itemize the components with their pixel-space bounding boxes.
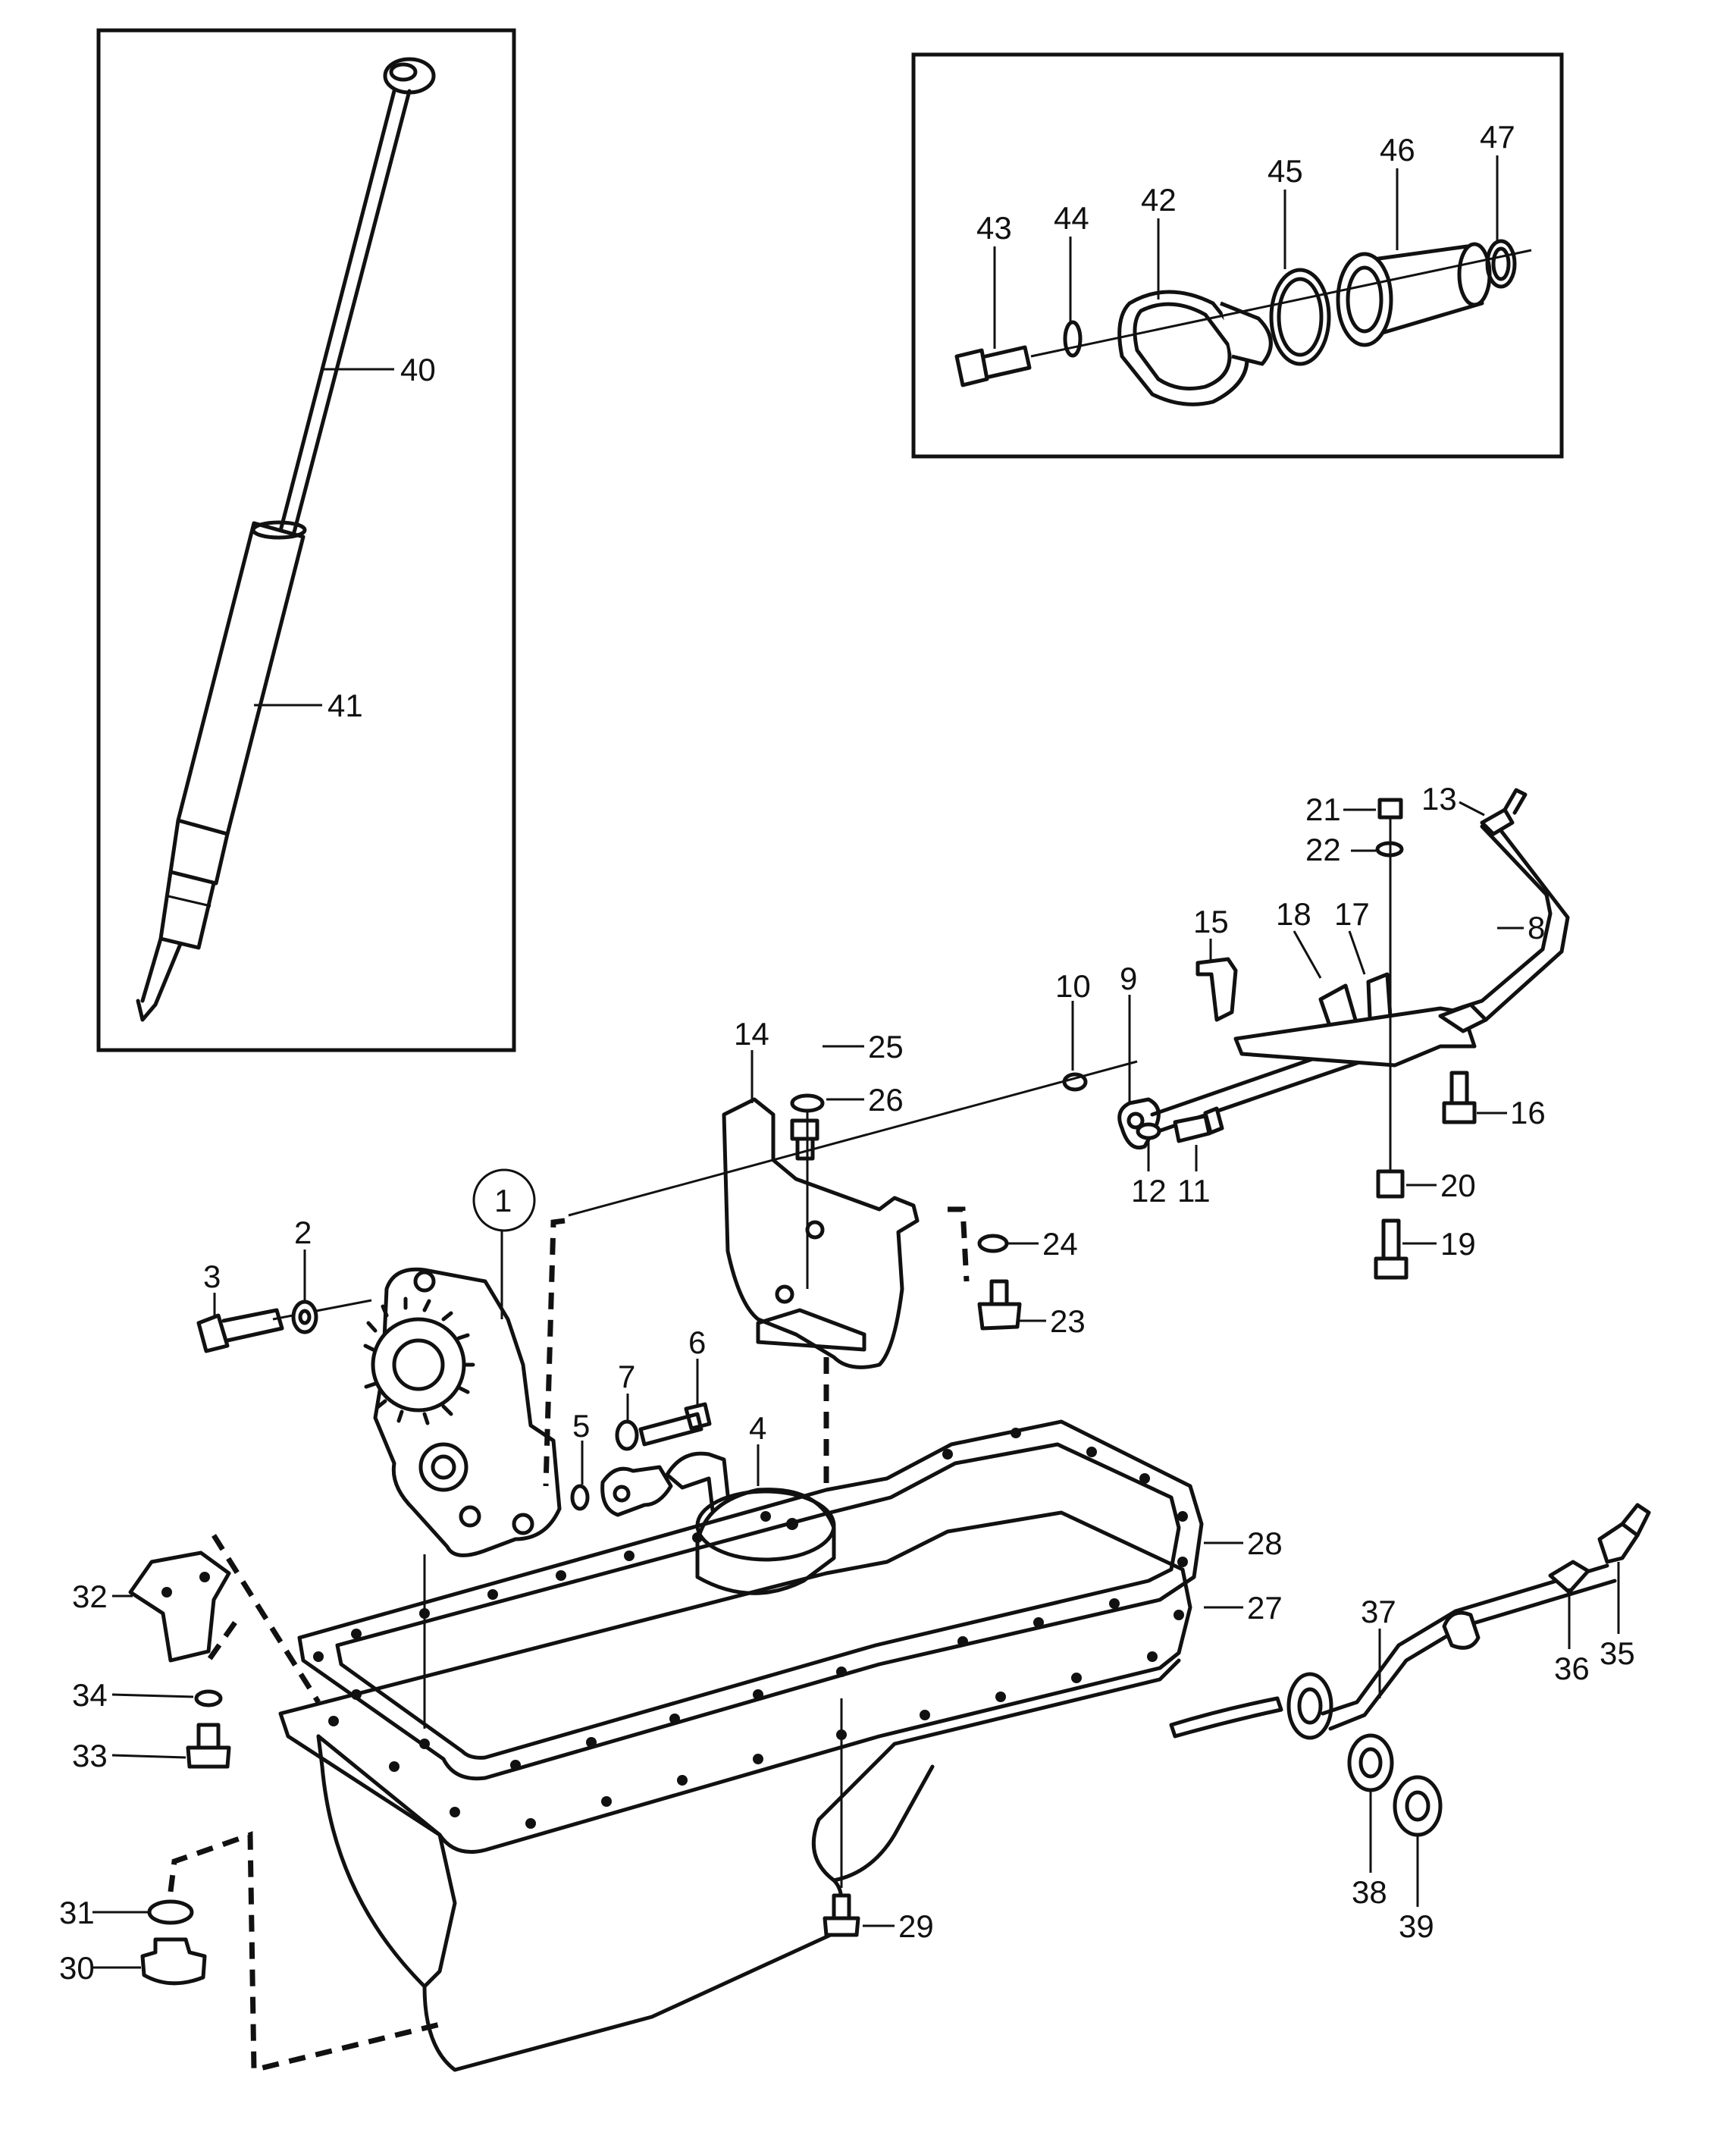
spacer-20 [1376, 1169, 1405, 1199]
pipe-8 [1117, 788, 1570, 1149]
bolt-3 [196, 1299, 372, 1353]
washer-24 [977, 1234, 1009, 1253]
callout-39: 39 [1399, 1908, 1434, 1944]
dipstick-inset [96, 28, 516, 1052]
callout-29: 29 [898, 1908, 934, 1944]
callout-labels: 1 2 3 4 5 6 7 8 9 10 11 12 13 14 15 16 1… [59, 119, 1635, 1986]
callout-47: 47 [1480, 119, 1515, 155]
callout-16: 16 [1510, 1095, 1546, 1130]
callout-21: 21 [1305, 792, 1341, 827]
callout-40: 40 [400, 352, 436, 387]
callout-22: 22 [1305, 832, 1341, 867]
callout-44: 44 [1054, 200, 1089, 236]
washer-12 [1136, 1122, 1161, 1140]
callout-6: 6 [688, 1325, 706, 1360]
callout-7: 7 [618, 1359, 635, 1394]
callout-23: 23 [1050, 1303, 1086, 1339]
callout-45: 45 [1268, 153, 1303, 189]
callout-20: 20 [1440, 1168, 1476, 1203]
dipstick-tube-37 [1169, 1503, 1651, 1740]
callout-19: 19 [1440, 1226, 1476, 1262]
callout-33: 33 [72, 1738, 108, 1773]
callout-32: 32 [72, 1579, 108, 1614]
callout-1-circle [472, 1168, 536, 1232]
callout-1: 1 [494, 1183, 512, 1218]
callout-15: 15 [1193, 904, 1229, 939]
callout-35: 35 [1600, 1635, 1635, 1671]
bracket-14 [722, 1097, 920, 1369]
filler-inset [911, 52, 1564, 459]
callout-25: 25 [868, 1029, 904, 1065]
leader-18 [1293, 930, 1322, 979]
callout-41: 41 [327, 688, 363, 723]
callout-28: 28 [1247, 1525, 1283, 1561]
callout-17: 17 [1334, 896, 1370, 932]
callout-34: 34 [72, 1677, 108, 1713]
callout-24: 24 [1042, 1226, 1078, 1262]
fitting-7 [600, 1465, 673, 1517]
bolt-33 [186, 1723, 231, 1769]
callout-12: 12 [1131, 1173, 1167, 1209]
callout-9: 9 [1120, 961, 1137, 996]
bolt-6 [638, 1402, 712, 1447]
callout-2: 2 [294, 1215, 312, 1250]
callout-30: 30 [59, 1950, 95, 1986]
callout-18: 18 [1276, 896, 1311, 932]
strainer-4 [665, 1451, 836, 1595]
callout-42: 42 [1141, 182, 1177, 218]
bolt-23 [977, 1279, 1022, 1331]
nut-39 [1393, 1775, 1443, 1837]
callout-46: 46 [1380, 132, 1415, 168]
cover-32 [128, 1551, 231, 1663]
nut-21 [1377, 798, 1403, 820]
bolt-29 [823, 1893, 860, 1937]
callout-14: 14 [734, 1016, 769, 1052]
leader-13 [1459, 801, 1485, 817]
callout-5: 5 [572, 1408, 590, 1444]
callout-37: 37 [1361, 1594, 1396, 1629]
oil-pump [363, 1267, 562, 1557]
washer-34 [194, 1689, 223, 1707]
callout-3: 3 [203, 1259, 221, 1294]
callout-36: 36 [1554, 1651, 1590, 1686]
leader-34 [111, 1693, 194, 1698]
bolt-11 [1173, 1106, 1224, 1143]
callout-10: 10 [1055, 968, 1091, 1004]
bolt-16 [1442, 1071, 1477, 1124]
callout-4: 4 [749, 1410, 766, 1446]
callout-31: 31 [59, 1895, 95, 1930]
washer-31 [147, 1899, 194, 1925]
callout-38: 38 [1352, 1874, 1387, 1910]
plug-30 [140, 1937, 207, 1986]
callout-26: 26 [868, 1082, 904, 1118]
bolt-19 [1374, 1218, 1409, 1280]
oil-pan [278, 1510, 1192, 2072]
washer-38 [1347, 1733, 1394, 1792]
gasket-28 [297, 1419, 1204, 1781]
callout-8: 8 [1528, 910, 1545, 945]
callout-13: 13 [1421, 781, 1457, 817]
leader-33 [111, 1754, 186, 1759]
callout-43: 43 [976, 210, 1012, 246]
oring-5 [570, 1484, 590, 1511]
gasket-holes [313, 1428, 1188, 1829]
callout-27: 27 [1247, 1590, 1283, 1626]
callout-11: 11 [1177, 1173, 1211, 1209]
washer-2 [291, 1300, 318, 1334]
leader-17 [1348, 930, 1366, 975]
